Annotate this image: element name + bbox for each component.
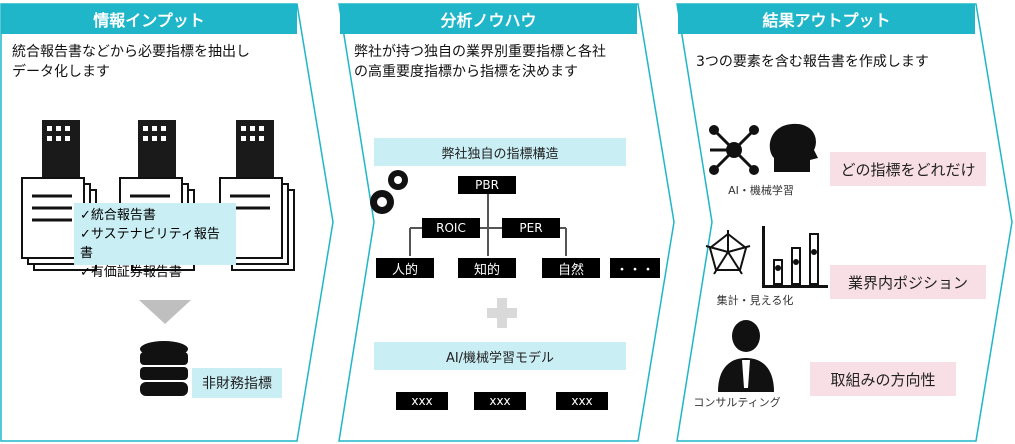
list-item: ✓統合報告書 (80, 208, 156, 223)
ai-model-label: AI/機械学習モデル (374, 342, 626, 370)
non-financial-indicators-label: 非財務指標 (192, 368, 282, 398)
plus-icon (487, 298, 517, 328)
panel-output: 結果アウトプット 3つの要素を含む報告書を作成します AI・機械学習 どの指標を… (676, 0, 1015, 444)
list-item: ✓有価証券報告書 (80, 265, 182, 280)
chart-visualization-icon (705, 226, 828, 288)
panel-analysis-description: 弊社が持つ独自の業界別重要指標と各社 の高重要度指標から指標を決めます (354, 44, 606, 80)
indicator-structure-label: 弊社独自の指標構造 (374, 138, 626, 166)
ai-caption: AI・機械学習 (728, 184, 794, 197)
result-label: どの指標をどれだけ (830, 152, 986, 186)
result-label: 業界内ポジション (830, 265, 986, 299)
tree-leaf-human: 人的 (376, 258, 434, 278)
panel-input: 情報インプット 統合報告書などから必要指標を抽出し データ化します (0, 0, 338, 444)
model-box: xxx (396, 392, 448, 410)
panel-analysis: 分析ノウハウ 弊社が持つ独自の業界別重要指標と各社 の高重要度指標から指標を決め… (338, 0, 678, 444)
tree-root-pbr: PBR (458, 176, 516, 194)
gears-icon (370, 170, 408, 214)
panel-input-description: 統合報告書などから必要指標を抽出し データ化します (12, 44, 250, 80)
panel-output-description: 3つの要素を含む報告書を作成します (696, 54, 929, 70)
down-arrow-icon (139, 300, 191, 324)
report-types-list: ✓統合報告書 ✓サステナビリティ報告書 ✓有価証券報告書 (74, 203, 236, 280)
result-label: 取組みの方向性 (810, 362, 956, 396)
tree-leaf-more: ・・・ (610, 258, 660, 278)
tree-node-roic: ROIC (422, 218, 480, 238)
network-brain-icon (709, 123, 818, 175)
tree-node-per: PER (502, 218, 560, 238)
panel-output-frame (676, 3, 1013, 442)
tree-leaf-natural: 自然 (542, 258, 600, 278)
aggregation-caption: 集計・見える化 (716, 294, 794, 307)
panel-output-title: 結果アウトプット (678, 4, 975, 34)
consulting-caption: コンサルティング (693, 396, 781, 409)
model-box: xxx (474, 392, 526, 410)
building-icon (42, 120, 274, 182)
tree-leaf-intellectual: 知的 (458, 258, 516, 278)
model-box: xxx (556, 392, 608, 410)
panel-input-title: 情報インプット (1, 4, 297, 34)
consultant-icon (718, 320, 774, 392)
database-icon (140, 341, 188, 396)
list-item: ✓サステナビリティ報告書 (80, 227, 220, 261)
panel-analysis-title: 分析ノウハウ (340, 4, 637, 34)
